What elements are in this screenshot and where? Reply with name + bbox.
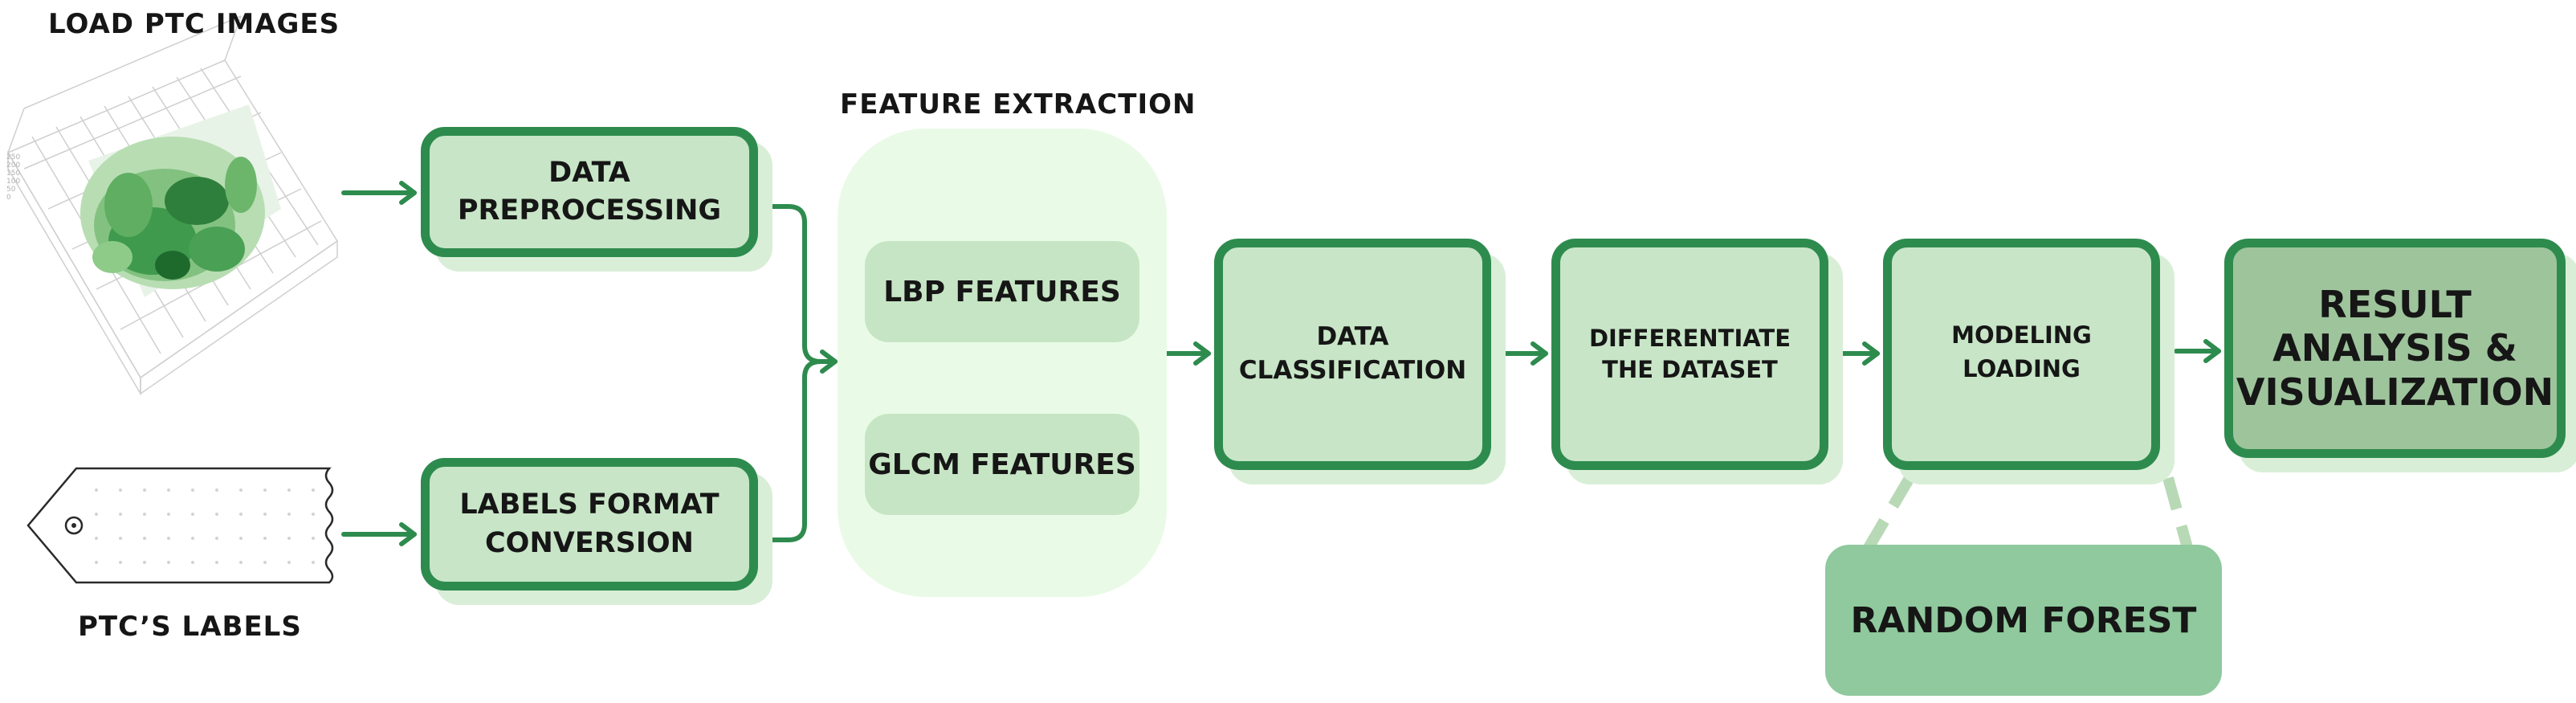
feature-extraction-title: FEATURE EXTRACTION <box>840 88 1196 121</box>
svg-text:150: 150 <box>6 170 20 178</box>
random-forest-connectors <box>1861 475 2194 554</box>
feature-extraction-panel <box>838 129 1167 597</box>
svg-text:250: 250 <box>6 153 20 161</box>
svg-text:50: 50 <box>6 186 16 194</box>
arrow-differentiate-to-modeling <box>1832 341 1880 366</box>
differentiate-line-1: DIFFERENTIATE <box>1588 324 1791 352</box>
differentiate-box: DIFFERENTIATE THE DATASET <box>1551 239 1828 470</box>
load-images-title: LOAD PTC IMAGES <box>48 8 340 40</box>
random-forest-box: RANDOM FOREST <box>1825 545 2222 696</box>
arrow-preprocessing-to-features <box>762 204 838 374</box>
arrow-images-to-preprocessing <box>341 181 417 205</box>
arrow-conversion-to-features <box>762 359 823 542</box>
result-line-2: ANALYSIS & <box>2272 326 2517 370</box>
modeling-box: MODELING LOADING <box>1883 239 2160 470</box>
glcm-features-box: GLCM FEATURES <box>865 414 1139 515</box>
arrow-classification-to-differentiate <box>1501 341 1548 366</box>
result-box: RESULT ANALYSIS & VISUALIZATION <box>2224 239 2566 458</box>
result-line-1: RESULT <box>2318 283 2472 327</box>
labels-conversion-line-1: LABELS FORMAT <box>459 488 719 521</box>
modeling-line-1: MODELING <box>1951 321 2092 349</box>
preprocessing-line-2: PREPROCESSING <box>457 194 722 227</box>
svg-text:0: 0 <box>6 194 11 202</box>
labels-conversion-box: LABELS FORMAT CONVERSION <box>421 458 758 591</box>
modeling-line-2: LOADING <box>1963 355 2081 383</box>
ptc-label-outline-icon <box>26 467 334 584</box>
preprocessing-line-1: DATA <box>548 156 630 189</box>
labels-conversion-line-2: CONVERSION <box>485 526 694 559</box>
lbp-features-box: LBP FEATURES <box>865 241 1139 342</box>
3d-surface-plot-icon: 250 200 150 100 50 0 <box>6 15 339 396</box>
svg-text:200: 200 <box>6 161 20 170</box>
arrow-modeling-to-result <box>2174 339 2221 363</box>
classification-line-1: DATA <box>1316 322 1389 352</box>
classification-line-2: CLASSIFICATION <box>1238 356 1467 385</box>
classification-box: DATA CLASSIFICATION <box>1214 239 1491 470</box>
preprocessing-box: DATA PREPROCESSING <box>421 127 758 257</box>
arrow-labels-to-conversion <box>341 522 417 546</box>
arrow-features-to-classification <box>1164 341 1211 366</box>
labels-title: PTC’S LABELS <box>78 611 302 643</box>
result-line-3: VISUALIZATION <box>2236 370 2554 414</box>
differentiate-line-2: THE DATASET <box>1602 356 1778 383</box>
svg-text:100: 100 <box>6 178 20 186</box>
